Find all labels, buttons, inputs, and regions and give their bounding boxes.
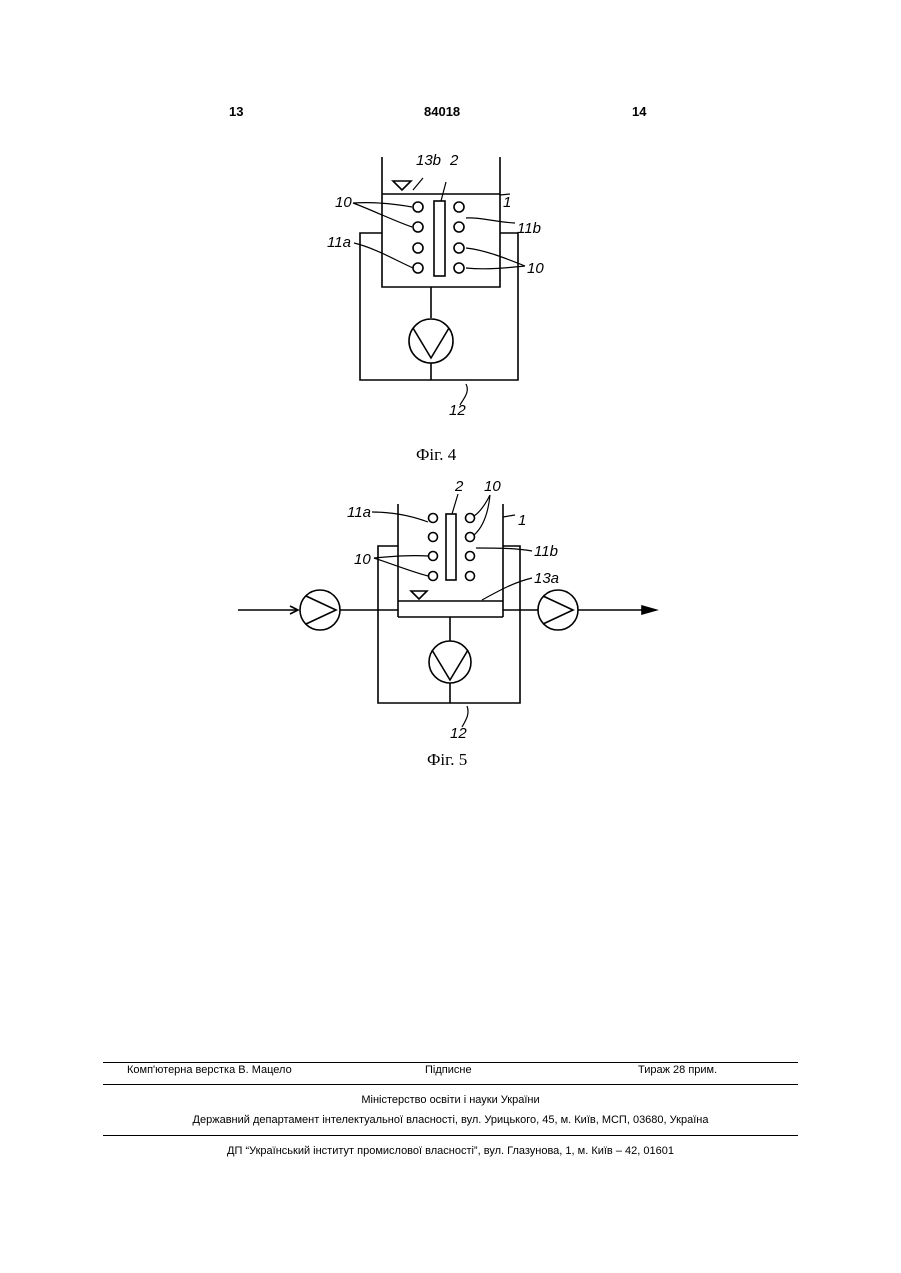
flow-arrow-icon — [642, 606, 656, 614]
pump-icon — [429, 641, 471, 683]
label-1: 1 — [518, 512, 526, 529]
right-coil-circles — [466, 514, 475, 581]
circulation: Тираж 28 прим. — [638, 1064, 717, 1076]
label-10-left: 10 — [354, 551, 371, 568]
left-coil-circles — [429, 514, 438, 581]
figure-5-caption: Фіг. 5 — [427, 750, 467, 770]
label-12: 12 — [450, 725, 467, 742]
figure-5-diagram: 2 10 11a 1 10 11b 13a 12 — [0, 0, 901, 780]
label-11a: 11a — [347, 504, 371, 521]
label-10-top: 10 — [484, 478, 501, 495]
department-address: Державний департамент інтелектуальної вл… — [0, 1114, 901, 1126]
institute-address: ДП “Український інститут промислової вла… — [0, 1145, 901, 1157]
level-marker-icon — [411, 591, 427, 599]
typesetting-credit: Комп'ютерна верстка В. Мацело — [127, 1064, 292, 1076]
divider — [103, 1135, 798, 1136]
ministry-name: Міністерство освіти і науки України — [0, 1094, 901, 1106]
label-13a: 13a — [534, 570, 559, 587]
divider — [103, 1062, 798, 1063]
electrode — [446, 514, 456, 580]
divider — [103, 1084, 798, 1085]
signed-note: Підписне — [425, 1064, 472, 1076]
label-11b: 11b — [534, 543, 558, 560]
label-2: 2 — [454, 478, 464, 495]
